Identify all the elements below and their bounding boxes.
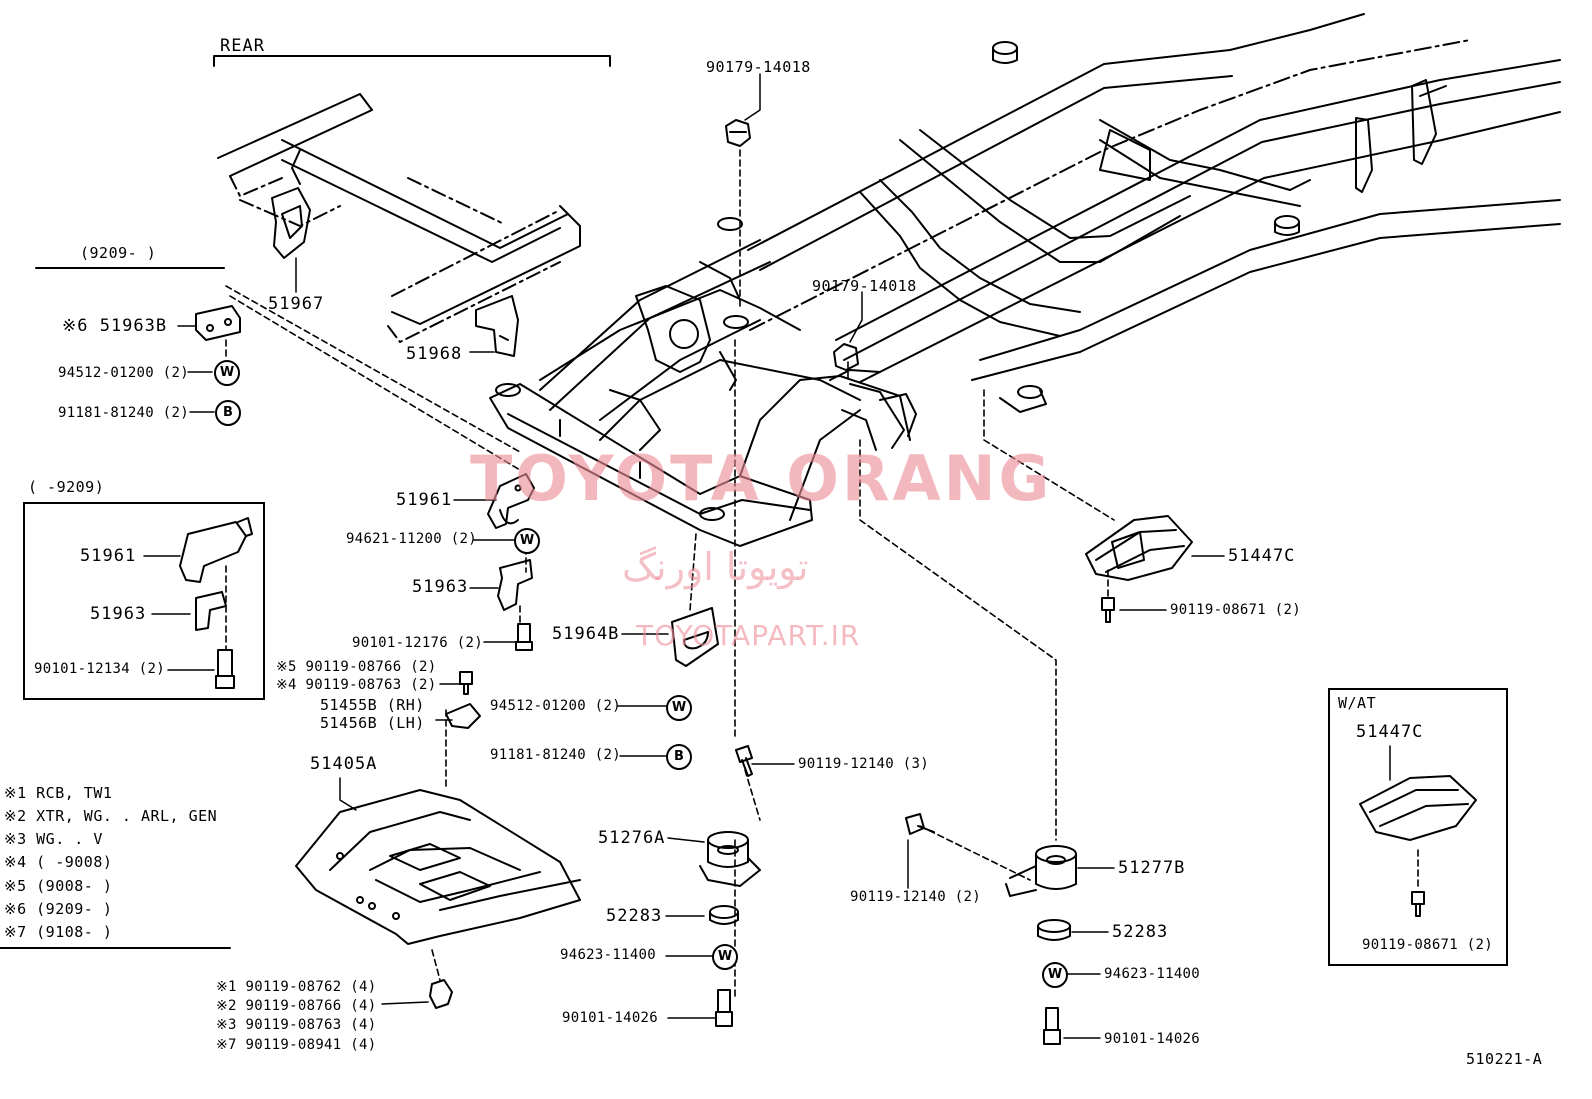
callout-90119-12140-two: 90119-12140 (2): [850, 889, 981, 905]
rear-frame-section: [217, 93, 581, 357]
washer-symbol-mid: W: [666, 695, 692, 721]
callout-91181-mid: 91181-81240 (2): [490, 747, 621, 763]
wat-label: W/AT: [1338, 694, 1377, 712]
bolt-90119-12140-three: [735, 745, 753, 777]
callout-note5: ※5 90119-08766 (2): [276, 659, 437, 675]
watermark-persian: تویوتا اورنگ: [622, 545, 809, 589]
legend-2: ※2 XTR, WG. . ARL, GEN: [4, 807, 218, 825]
box-bracket-51963: [195, 591, 227, 631]
bracket-51963B: [195, 305, 241, 341]
legend-1: ※1 RCB, TW1: [4, 784, 113, 802]
box-callout-90101-12134: 90101-12134 (2): [34, 661, 165, 677]
bolt-90119-08766: [459, 671, 473, 695]
rear-bracket-line: [213, 55, 611, 67]
callout-51963B: ※6 51963B: [62, 316, 168, 336]
callout-51276A: 51276A: [598, 828, 666, 848]
callout-90179-mid: 90179-14018: [812, 277, 917, 295]
bracket-51963: [497, 559, 533, 611]
engine-mount-51276A: [699, 831, 761, 887]
plate-51447C: [1085, 515, 1193, 581]
callout-q3: ※3 90119-08763 (4): [216, 1017, 377, 1033]
old-type-box: [23, 502, 265, 700]
callout-51964B: 51964B: [552, 624, 620, 644]
main-frame: [489, 13, 1561, 547]
date-range-old: ( -9209): [28, 478, 105, 496]
washer-symbol-94623-left: W: [712, 944, 738, 970]
bolt-90101-14026-right: [1043, 1007, 1061, 1045]
box-bracket-51961: [179, 517, 253, 583]
bolt-90119-08671: [1101, 597, 1115, 623]
leader-lines: [225, 149, 1419, 1001]
callout-51967: 51967: [268, 294, 325, 314]
callout-94623-left: 94623-11400: [560, 947, 657, 963]
washer-symbol-left: W: [214, 360, 240, 386]
bracket-51961: [487, 473, 535, 529]
callout-90101-14026-left: 90101-14026: [562, 1010, 659, 1026]
rear-label: REAR: [220, 36, 265, 56]
bracket-51964B: [671, 607, 719, 667]
callout-90101-14026-right: 90101-14026: [1104, 1031, 1201, 1047]
bolt-90101-12176: [515, 623, 533, 651]
callout-90119-08671: 90119-08671 (2): [1170, 602, 1301, 618]
callout-52283-right: 52283: [1112, 922, 1169, 942]
callout-note4: ※4 90119-08763 (2): [276, 677, 437, 693]
wat-plate-51447C: [1359, 775, 1477, 841]
cushion-52283-left: [709, 905, 739, 925]
washer-symbol-94621: W: [514, 528, 540, 554]
box-bolt-90101-12134: [215, 649, 235, 689]
label-leaders: [143, 73, 1391, 1039]
bolt-90119-12140-two: [905, 813, 935, 835]
wat-callout-51447C: 51447C: [1356, 722, 1424, 742]
callout-94512-mid: 94512-01200 (2): [490, 698, 621, 714]
nut-90179-mid: [833, 343, 859, 371]
bolt-symbol-left: B: [215, 400, 241, 426]
washer-symbol-94623-right: W: [1042, 962, 1068, 988]
wat-callout-90119-08671: 90119-08671 (2): [1362, 937, 1493, 953]
callout-51456B: 51456B (LH): [320, 714, 425, 732]
skid-plate-51405A: [295, 789, 581, 945]
callout-q7: ※7 90119-08941 (4): [216, 1037, 377, 1053]
legend-3: ※3 WG. . V: [4, 830, 103, 848]
callout-q1: ※1 90119-08762 (4): [216, 979, 377, 995]
callout-q2: ※2 90119-08766 (4): [216, 998, 377, 1014]
box-callout-51963: 51963: [90, 604, 147, 624]
callout-51968: 51968: [406, 344, 463, 364]
bolt-90101-14026-left: [715, 989, 733, 1027]
watermark-site: TOYOTAPART.IR: [636, 619, 861, 652]
legend-4: ※4 ( -9008): [4, 853, 113, 871]
wat-box: [1328, 688, 1508, 966]
callout-90179-top: 90179-14018: [706, 58, 811, 76]
callout-51455B: 51455B (RH): [320, 696, 425, 714]
nut-90179-top: [725, 119, 751, 147]
date-range-new: (9209- ): [80, 244, 157, 262]
legend-5: ※5 (9008- ): [4, 877, 113, 895]
callout-51961: 51961: [396, 490, 453, 510]
bracket-51455B: [445, 703, 481, 729]
cushion-52283-right: [1037, 919, 1071, 941]
callout-91181-left: 91181-81240 (2): [58, 405, 189, 421]
watermark-brand: TOYOTA ORANG: [470, 442, 1053, 515]
legend-6: ※6 (9209- ): [4, 900, 113, 918]
callout-51963: 51963: [412, 577, 469, 597]
diagram-code: 510221-A: [1466, 1050, 1543, 1068]
box-callout-51961: 51961: [80, 546, 137, 566]
legend-7: ※7 (9108- ): [4, 923, 113, 941]
callout-90101-12176: 90101-12176 (2): [352, 635, 483, 651]
callout-94623-right: 94623-11400: [1104, 966, 1201, 982]
wat-bolt-90119-08671: [1411, 891, 1425, 917]
callout-51277B: 51277B: [1118, 858, 1186, 878]
callout-94512-left: 94512-01200 (2): [58, 365, 189, 381]
bolt-90119-08762: [429, 979, 453, 1009]
bolt-symbol-mid: B: [666, 744, 692, 770]
engine-mount-51277B: [1005, 845, 1077, 897]
callout-52283-left: 52283: [606, 906, 663, 926]
callout-90119-12140-three: 90119-12140 (3): [798, 756, 929, 772]
callout-94621: 94621-11200 (2): [346, 531, 477, 547]
callout-51447C: 51447C: [1228, 546, 1296, 566]
callout-51405A: 51405A: [310, 754, 378, 774]
